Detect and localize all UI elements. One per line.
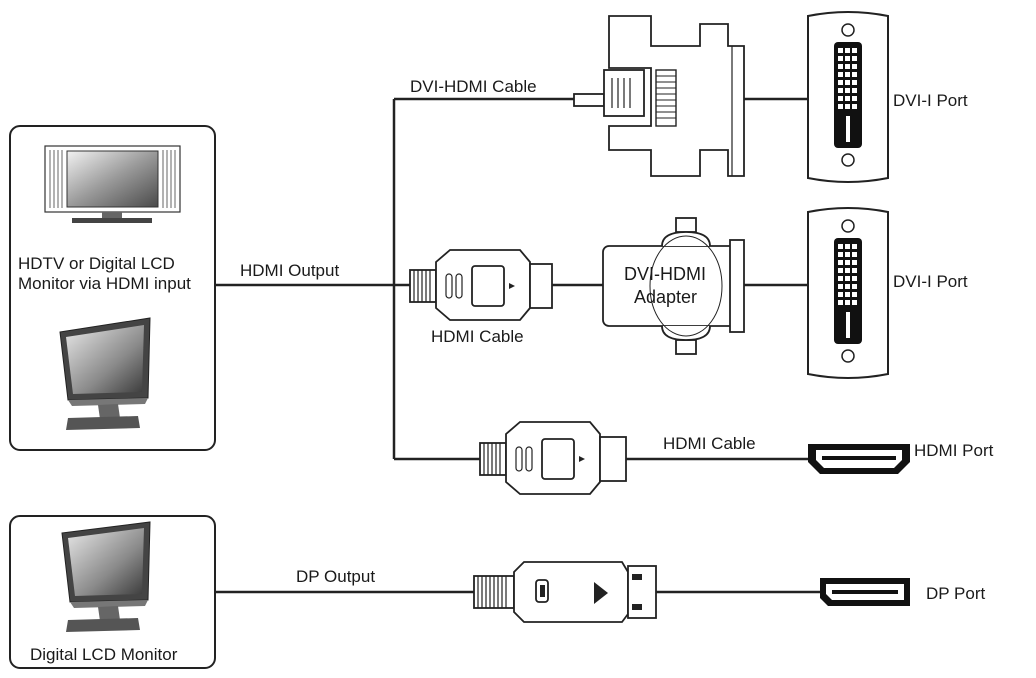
displayport-port-icon — [820, 578, 910, 606]
hdmi-connector-icon — [479, 421, 627, 495]
hdmi-connector-icon — [409, 249, 553, 321]
dvi-connector-icon — [573, 15, 745, 177]
displayport-connector-icon — [473, 561, 657, 623]
source-device-box: HDTV or Digital LCD Monitor via HDMI inp… — [9, 125, 216, 451]
adapter-label-line1: DVI-HDMI — [624, 264, 706, 284]
dvi-i-port-icon — [807, 11, 889, 183]
hdmi-port-icon — [808, 444, 910, 474]
dvi-i-port-icon — [807, 207, 889, 379]
dvi-i-port-label-2: DVI-I Port — [893, 272, 968, 291]
source-label-line2: Monitor via HDMI input — [18, 274, 191, 293]
hdmi-output-label: HDMI Output — [240, 261, 339, 280]
hdmi-cable-label-2: HDMI Cable — [663, 434, 756, 453]
hdmi-port-label: HDMI Port — [914, 441, 994, 460]
source-label-line1: HDTV or Digital LCD — [18, 254, 175, 273]
lcd-monitor-icon — [59, 317, 151, 430]
dvi-i-port-label-1: DVI-I Port — [893, 91, 968, 110]
dvi-hdmi-cable-label: DVI-HDMI Cable — [410, 77, 537, 96]
adapter-label-line2: Adapter — [634, 287, 697, 307]
hdtv-icon — [44, 145, 181, 223]
dp-output-label: DP Output — [296, 567, 375, 586]
hdmi-cable-label-1: HDMI Cable — [431, 327, 524, 346]
dp-monitor-icon — [61, 521, 151, 632]
dp-monitor-label: Digital LCD Monitor — [30, 645, 178, 664]
dp-device-box: Digital LCD Monitor — [9, 515, 216, 669]
dp-port-label: DP Port — [926, 584, 985, 603]
dvi-hdmi-adapter-icon — [602, 217, 745, 355]
